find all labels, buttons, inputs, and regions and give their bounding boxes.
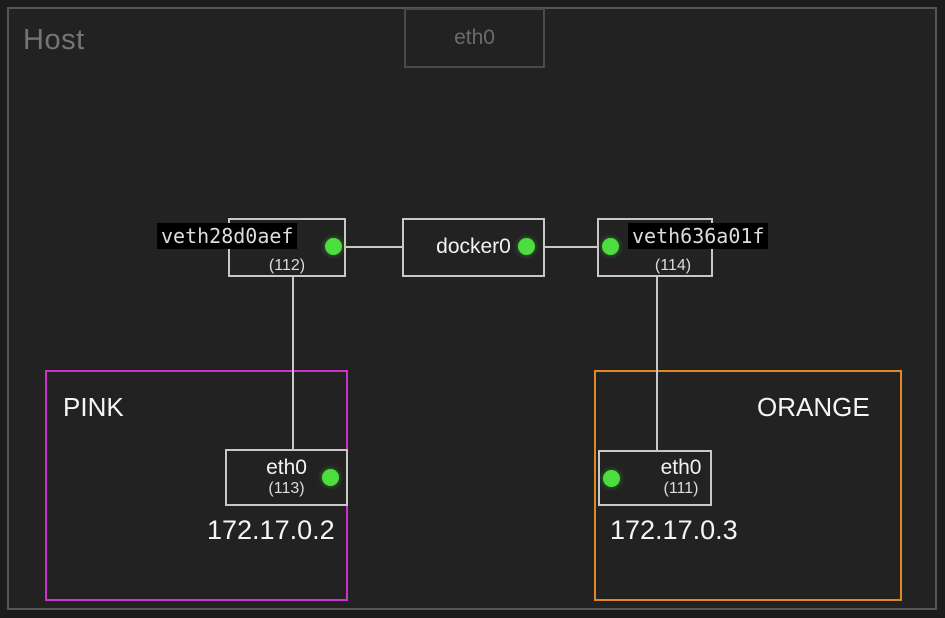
- node-docker0-body: docker0: [404, 220, 543, 275]
- node-orange-eth0-index: (111): [663, 480, 699, 498]
- namespace-orange[interactable]: [594, 370, 902, 601]
- node-veth636a01f-label: veth636a01f: [628, 223, 769, 249]
- node-orange-eth0-label: eth0: [660, 456, 702, 480]
- node-host-eth0-label: eth0: [454, 25, 495, 49]
- node-docker0-label: docker0: [436, 235, 511, 259]
- node-orange-eth0-body: eth0 (111): [600, 452, 736, 504]
- namespace-orange-ip: 172.17.0.3: [610, 515, 738, 545]
- node-pink-eth0-label: eth0: [266, 455, 307, 479]
- link-veth114-orange-eth0: [656, 277, 658, 453]
- status-dot-pink-eth0: [322, 469, 339, 486]
- namespace-pink-title: PINK: [63, 392, 124, 422]
- node-veth28d0aef-body: (112): [230, 220, 344, 279]
- node-host-eth0[interactable]: eth0: [404, 8, 545, 68]
- node-veth636a01f-index: (114): [654, 256, 692, 274]
- status-dot-veth636a01f: [602, 238, 619, 255]
- node-pink-eth0-index: (113): [268, 479, 305, 497]
- status-dot-docker0: [518, 238, 535, 255]
- host-frame: [7, 7, 937, 610]
- host-title: Host: [23, 24, 85, 56]
- node-pink-eth0-body: eth0 (113): [227, 451, 368, 504]
- status-dot-veth28d0aef: [325, 238, 342, 255]
- link-veth112-pink-eth0: [292, 277, 294, 453]
- node-veth28d0aef-index: (112): [268, 256, 306, 274]
- node-pink-eth0[interactable]: eth0 (113): [225, 449, 348, 506]
- status-dot-orange-eth0: [603, 470, 620, 487]
- node-host-eth0-body: eth0: [406, 10, 543, 66]
- node-veth636a01f-body: (114): [599, 220, 729, 279]
- link-veth112-docker0: [346, 246, 402, 248]
- link-docker0-veth114: [545, 246, 597, 248]
- namespace-pink-ip: 172.17.0.2: [207, 515, 335, 545]
- node-veth28d0aef-label: veth28d0aef: [157, 223, 298, 249]
- namespace-orange-title: ORANGE: [757, 392, 870, 422]
